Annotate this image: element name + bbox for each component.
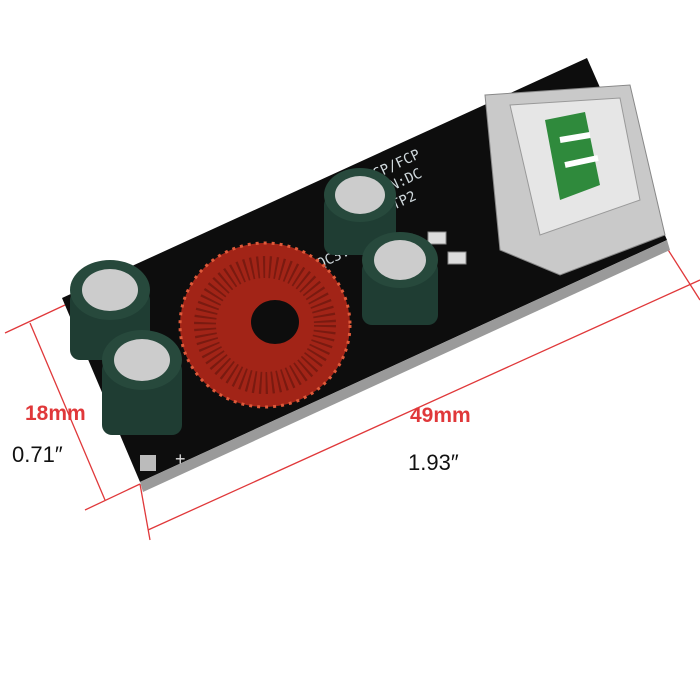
capacitors bbox=[70, 168, 438, 435]
usb-connector bbox=[484, 84, 666, 276]
length-inch-label: 1.93″ bbox=[408, 450, 459, 475]
length-dimension-line bbox=[147, 279, 700, 531]
width-mm-label: 18mm bbox=[25, 402, 86, 425]
silkscreen-plus: + bbox=[175, 449, 186, 469]
smd-component bbox=[447, 251, 467, 265]
smd-component bbox=[427, 231, 447, 245]
capacitor bbox=[324, 168, 396, 255]
toroid-inductor bbox=[178, 241, 352, 409]
capacitor bbox=[362, 232, 438, 325]
capacitor bbox=[102, 330, 182, 435]
dimension-lines bbox=[4, 244, 700, 541]
solder-pad bbox=[140, 455, 156, 471]
length-mm-label: 49mm bbox=[410, 404, 471, 427]
width-inch-label: 0.71″ bbox=[12, 442, 63, 467]
width-dimension-line bbox=[29, 322, 106, 501]
